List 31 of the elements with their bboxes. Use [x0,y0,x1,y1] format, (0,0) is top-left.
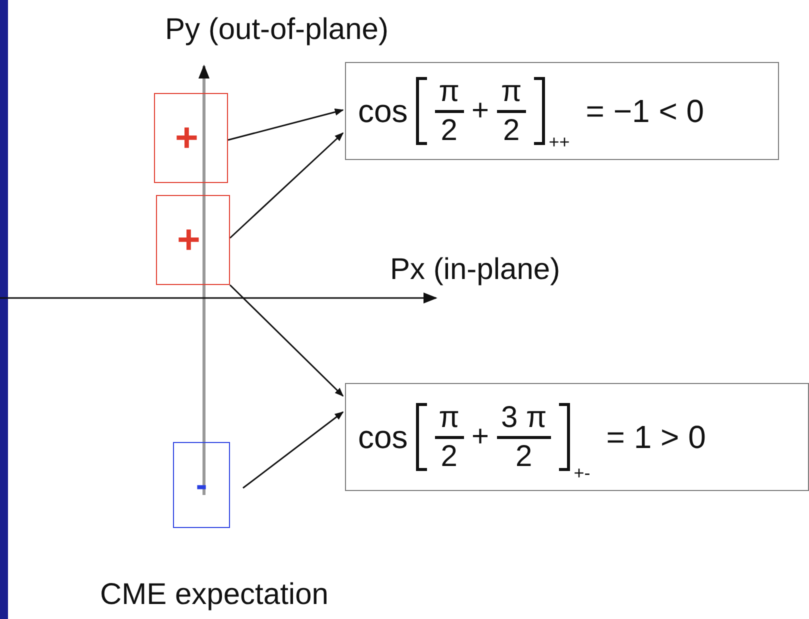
numerator: π [438,76,460,106]
arrow [228,108,344,141]
denominator: 2 [514,442,534,472]
charge-sign: + [177,220,200,260]
charge-box [156,195,230,285]
numerator: π [500,76,523,106]
math-text: cos [358,92,408,130]
math-text: cos [358,418,408,456]
denominator: 2 [440,442,458,472]
subscript: +- [574,463,590,484]
axis-label: Px (in-plane) [390,255,560,285]
axis-label: Py (out-of-plane) [165,15,388,45]
numerator: 3 π [500,402,548,432]
charge-box [173,442,230,528]
operator: + [472,420,490,454]
charge-box [154,93,228,183]
formula-box [345,383,809,491]
arrow [242,411,344,489]
result-text: = −1 < 0 [586,92,704,130]
operator: + [472,94,490,128]
axis-label: CME expectation [100,580,328,610]
charge-sign: - [196,468,208,502]
numerator: π [438,402,460,432]
formula-box [345,62,779,160]
charge-sign: + [175,118,198,158]
result-text: = 1 > 0 [606,418,706,456]
arrow [229,132,344,239]
arrow [229,284,344,397]
denominator: 2 [440,116,458,146]
denominator: 2 [502,116,521,146]
subscript: ++ [548,132,570,153]
